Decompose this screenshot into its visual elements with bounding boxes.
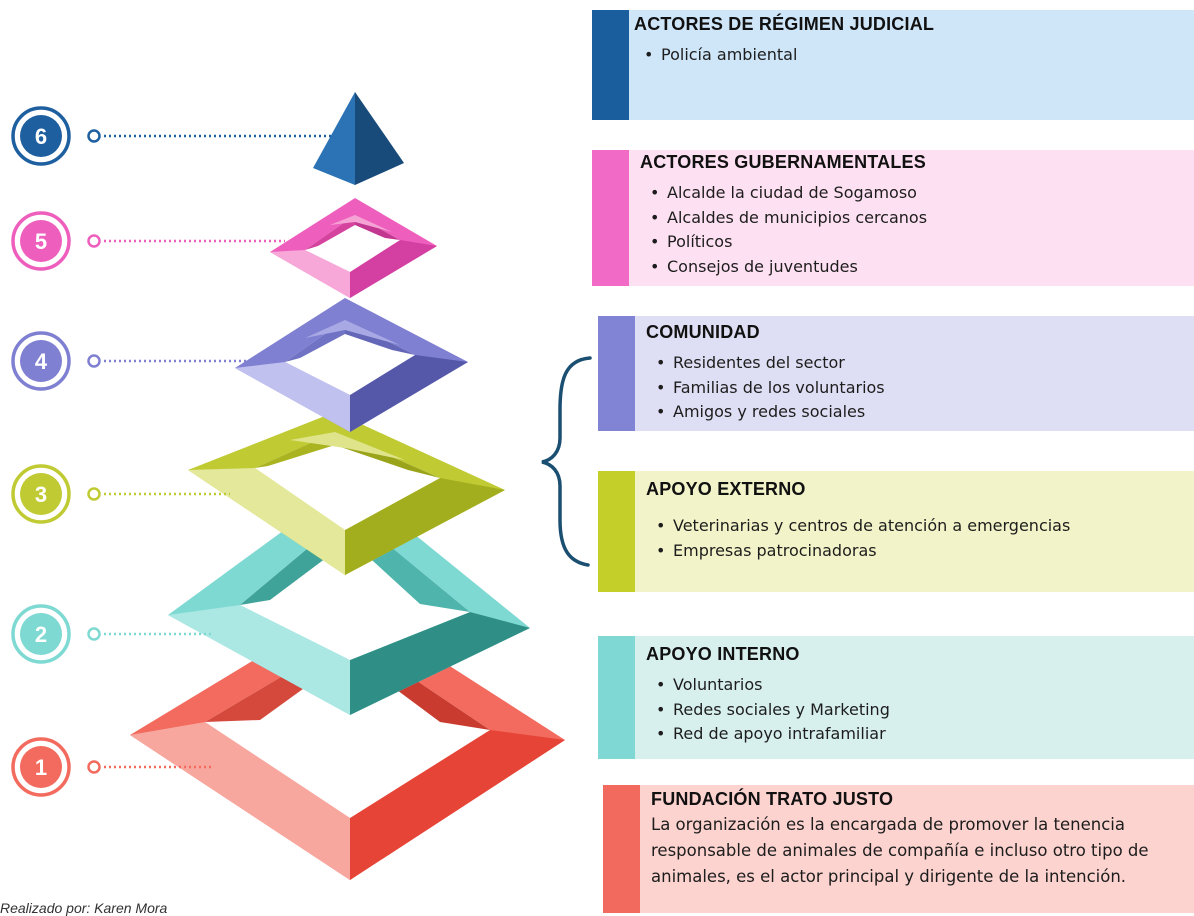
level-disc xyxy=(20,613,62,655)
level-number: 3 xyxy=(35,482,47,507)
card-accent-bar xyxy=(598,636,635,759)
pyramid-layer-5 xyxy=(270,198,437,298)
card-list-item: Empresas patrocinadoras xyxy=(650,539,1186,564)
card-list: VoluntariosRedes sociales y MarketingRed… xyxy=(646,673,1186,747)
card-list-item: Alcaldes de municipios cercanos xyxy=(644,206,1186,231)
card-list-item: Familias de los voluntarios xyxy=(650,376,1186,401)
credit-text: Realizado por: Karen Mora xyxy=(0,900,168,916)
card-title: APOYO EXTERNO xyxy=(646,479,806,499)
card-title: FUNDACIÓN TRATO JUSTO xyxy=(651,789,894,809)
pyramid-layer-3 xyxy=(188,412,505,575)
card-title: APOYO INTERNO xyxy=(646,644,800,664)
card-list-item: Redes sociales y Marketing xyxy=(650,698,1186,723)
card-list-item: Políticos xyxy=(644,230,1186,255)
card-list: Alcalde la ciudad de SogamosoAlcaldes de… xyxy=(640,181,1186,279)
leader-start-dot xyxy=(87,234,101,248)
card-externo: APOYO EXTERNO Veterinarias y centros de a… xyxy=(598,471,1194,592)
card-title: COMUNIDAD xyxy=(646,322,760,342)
grouping-brace xyxy=(541,356,592,567)
card-comunidad: COMUNIDAD Residentes del sectorFamilias d… xyxy=(598,316,1194,431)
level-number: 4 xyxy=(35,349,48,374)
level-marker-6: 6 xyxy=(11,106,333,166)
level-number: 6 xyxy=(35,124,47,149)
leader-start-dot xyxy=(87,627,101,641)
card-accent-bar xyxy=(598,316,635,431)
level-disc xyxy=(20,115,62,157)
card-description: La organización es la encargada de promo… xyxy=(651,815,1149,886)
card-gubernamentales: ACTORES GUBERNAMENTALES Alcalde la ciudad… xyxy=(592,150,1194,286)
pyramid-graphic: 6 5 4 3 2 1 xyxy=(11,92,592,880)
level-disc xyxy=(20,220,62,262)
level-number: 1 xyxy=(35,755,47,780)
pyramid-layer-6 xyxy=(313,92,404,185)
leader-start-dot xyxy=(87,354,101,368)
leader-start-dot xyxy=(87,487,101,501)
level-marker-5: 5 xyxy=(11,211,285,271)
pyramid-layer-2 xyxy=(168,482,530,715)
card-list-item: Veterinarias y centros de atención a eme… xyxy=(650,514,1186,539)
level-number: 2 xyxy=(35,622,47,647)
level-disc xyxy=(20,473,62,515)
level-disc xyxy=(20,746,62,788)
card-list-item: Voluntarios xyxy=(650,673,1186,698)
card-fundacion: FUNDACIÓN TRATO JUSTO La organización es … xyxy=(603,785,1194,913)
card-accent-bar xyxy=(603,785,640,913)
card-list-item: Alcalde la ciudad de Sogamoso xyxy=(644,181,1186,206)
pyramid-layer-1 xyxy=(130,602,565,880)
level-marker-1: 1 xyxy=(11,737,212,797)
level-marker-2: 2 xyxy=(11,604,212,664)
leader-start-dot xyxy=(87,760,101,774)
card-title: ACTORES GUBERNAMENTALES xyxy=(640,152,926,172)
card-judicial: ACTORES DE RÉGIMEN JUDICIAL Policía ambie… xyxy=(592,10,1194,120)
leader-start-dot xyxy=(87,129,101,143)
card-list-item: Policía ambiental xyxy=(638,43,1186,68)
card-list-item: Amigos y redes sociales xyxy=(650,400,1186,425)
card-list: Policía ambiental xyxy=(634,43,1186,68)
level-marker-3: 3 xyxy=(11,464,230,524)
card-list-item: Consejos de juventudes xyxy=(644,255,1186,280)
card-list-item: Residentes del sector xyxy=(650,351,1186,376)
card-interno: APOYO INTERNO VoluntariosRedes sociales y… xyxy=(598,636,1194,759)
level-disc xyxy=(20,340,62,382)
level-number: 5 xyxy=(35,229,47,254)
card-accent-bar xyxy=(598,471,635,592)
card-list: Residentes del sectorFamilias de los vol… xyxy=(646,351,1186,425)
level-marker-4: 4 xyxy=(11,331,258,391)
pyramid-layer-4 xyxy=(235,298,468,432)
card-accent-bar xyxy=(592,150,629,286)
card-title: ACTORES DE RÉGIMEN JUDICIAL xyxy=(634,14,935,34)
card-accent-bar xyxy=(592,10,629,120)
card-list: Veterinarias y centros de atención a eme… xyxy=(646,514,1186,563)
card-list-item: Red de apoyo intrafamiliar xyxy=(650,722,1186,747)
